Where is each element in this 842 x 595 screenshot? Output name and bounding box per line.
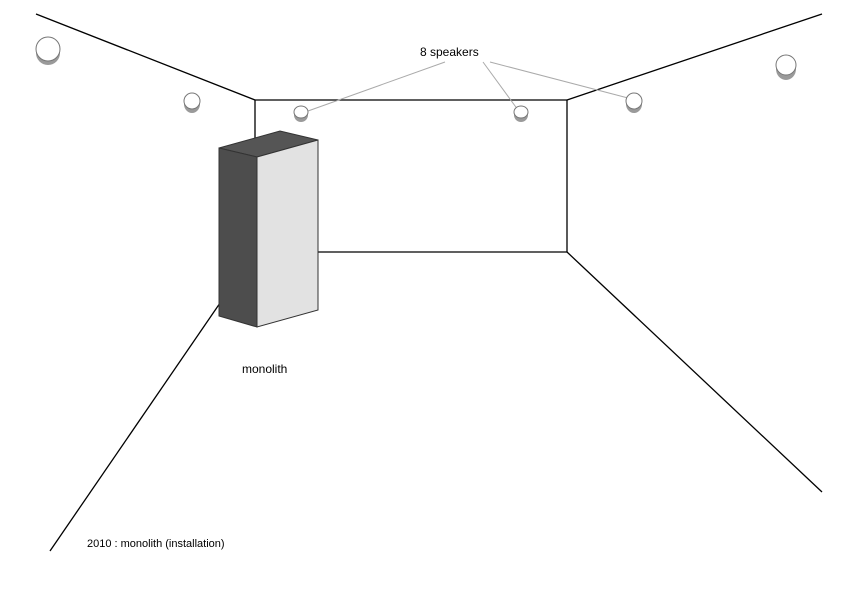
speaker-leader-lines [307, 61, 629, 112]
speaker-icon [35, 36, 61, 65]
floor-line-right [566, 251, 823, 493]
monolith-label: monolith [242, 362, 288, 376]
leader-line-1 [307, 61, 446, 112]
speaker-icon [775, 54, 797, 80]
speakers [35, 36, 797, 122]
monolith-left-face [218, 147, 258, 328]
monolith-front-face [256, 139, 319, 328]
leader-line-2 [482, 61, 519, 111]
leader-line-3 [489, 61, 629, 99]
speaker-icon [513, 105, 529, 122]
ceiling-line-right [566, 13, 823, 101]
monolith-object [218, 130, 319, 328]
speaker-icon [293, 105, 309, 122]
caption-text: 2010 : monolith (installation) [87, 538, 225, 550]
speaker-icon [625, 92, 643, 113]
ceiling-line-left [35, 13, 256, 101]
speakers-label: 8 speakers [420, 45, 479, 59]
room-outline [35, 13, 823, 552]
speaker-icon [183, 92, 201, 113]
